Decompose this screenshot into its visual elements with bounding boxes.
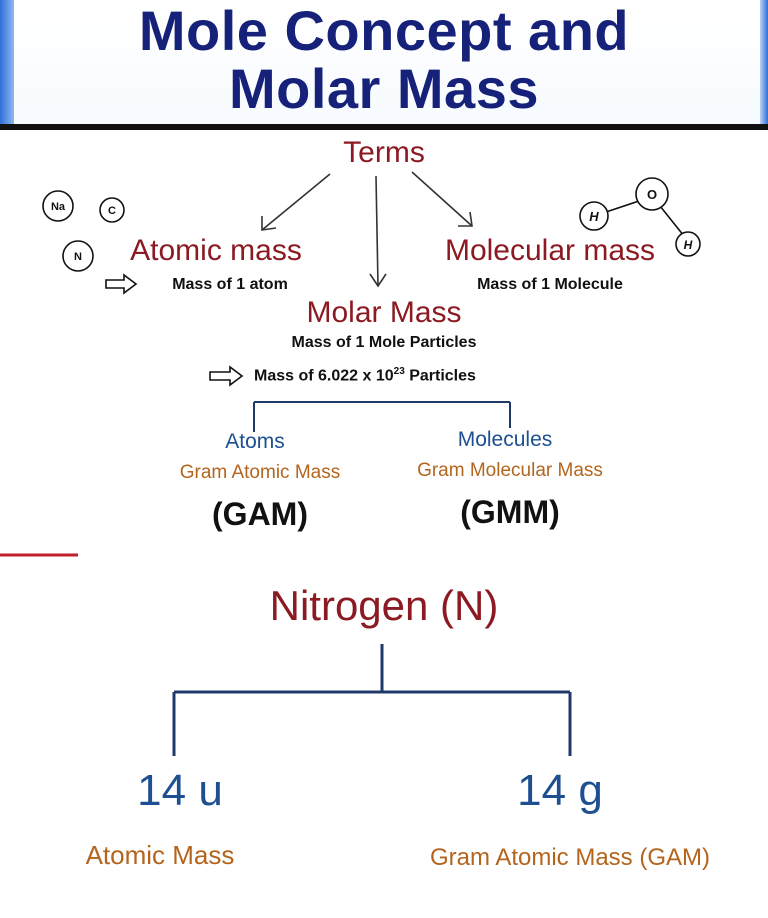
hollow-arrow-atomic <box>105 273 138 295</box>
atomic-mass-value: 14 u <box>137 766 223 815</box>
molar-mass-heading: Molar Mass <box>306 296 462 329</box>
atom-icons <box>42 190 125 272</box>
sodium-atom-label: Na <box>51 201 66 213</box>
hydrogen-right-label: H <box>684 238 693 252</box>
nitrogen-atom-label: N <box>74 251 82 263</box>
gmm-abbreviation: (GMM) <box>460 494 560 530</box>
nitrogen-atom-icon <box>62 240 94 272</box>
gram-atomic-mass-label: Gram Atomic Mass <box>179 462 341 483</box>
nitrogen-heading: Nitrogen (N) <box>269 582 499 629</box>
molar-mass-definition-2: Mass of 6.022 x 1023 Particles <box>208 366 614 385</box>
header-banner <box>0 0 768 124</box>
molecules-label: Molecules <box>457 428 553 451</box>
sodium-atom-icon <box>42 190 74 222</box>
gram-atomic-mass-value: 14 g <box>517 766 603 815</box>
hydrogen-left-label: H <box>589 209 599 224</box>
water-molecule-icon <box>579 177 701 257</box>
bracket-nitrogen <box>172 644 572 756</box>
gram-atomic-mass-caption: Gram Atomic Mass (GAM) <box>429 844 711 871</box>
atomic-mass-definition: Mass of 1 atom <box>172 276 288 293</box>
carbon-atom-icon <box>99 197 125 223</box>
hollow-arrow-molar <box>209 365 244 387</box>
carbon-atom-label: C <box>108 205 116 217</box>
header-divider <box>0 124 768 130</box>
avogadro-exponent: 23 <box>393 366 405 377</box>
bracket-atoms-molecules <box>253 401 511 432</box>
atomic-mass-heading: Atomic mass <box>130 234 302 267</box>
header-accent-right <box>760 0 768 124</box>
molar-mass-definition-1: Mass of 1 Mole Particles <box>291 334 477 351</box>
title-line-2: Molar Mass <box>229 57 539 120</box>
avogadro-prefix: Mass of 6.022 x 10 <box>254 367 394 385</box>
arrow-to-molecular-mass <box>411 171 473 227</box>
gram-molecular-mass-label: Gram Molecular Mass <box>417 460 603 481</box>
title-line-1: Mole Concept and <box>138 0 630 62</box>
atoms-label: Atoms <box>225 430 285 453</box>
arrow-to-atomic-mass <box>261 173 331 231</box>
oxygen-label: O <box>647 187 657 202</box>
gam-abbreviation: (GAM) <box>212 496 308 532</box>
molecular-mass-definition: Mass of 1 Molecule <box>477 276 623 293</box>
arrow-to-molar-mass <box>375 175 379 287</box>
molecular-mass-heading: Molecular mass <box>444 234 656 267</box>
avogadro-suffix: Particles <box>404 367 476 385</box>
atomic-mass-caption: Atomic Mass <box>85 840 235 870</box>
terms-root: Terms <box>343 136 425 169</box>
header-accent-left <box>0 0 14 124</box>
